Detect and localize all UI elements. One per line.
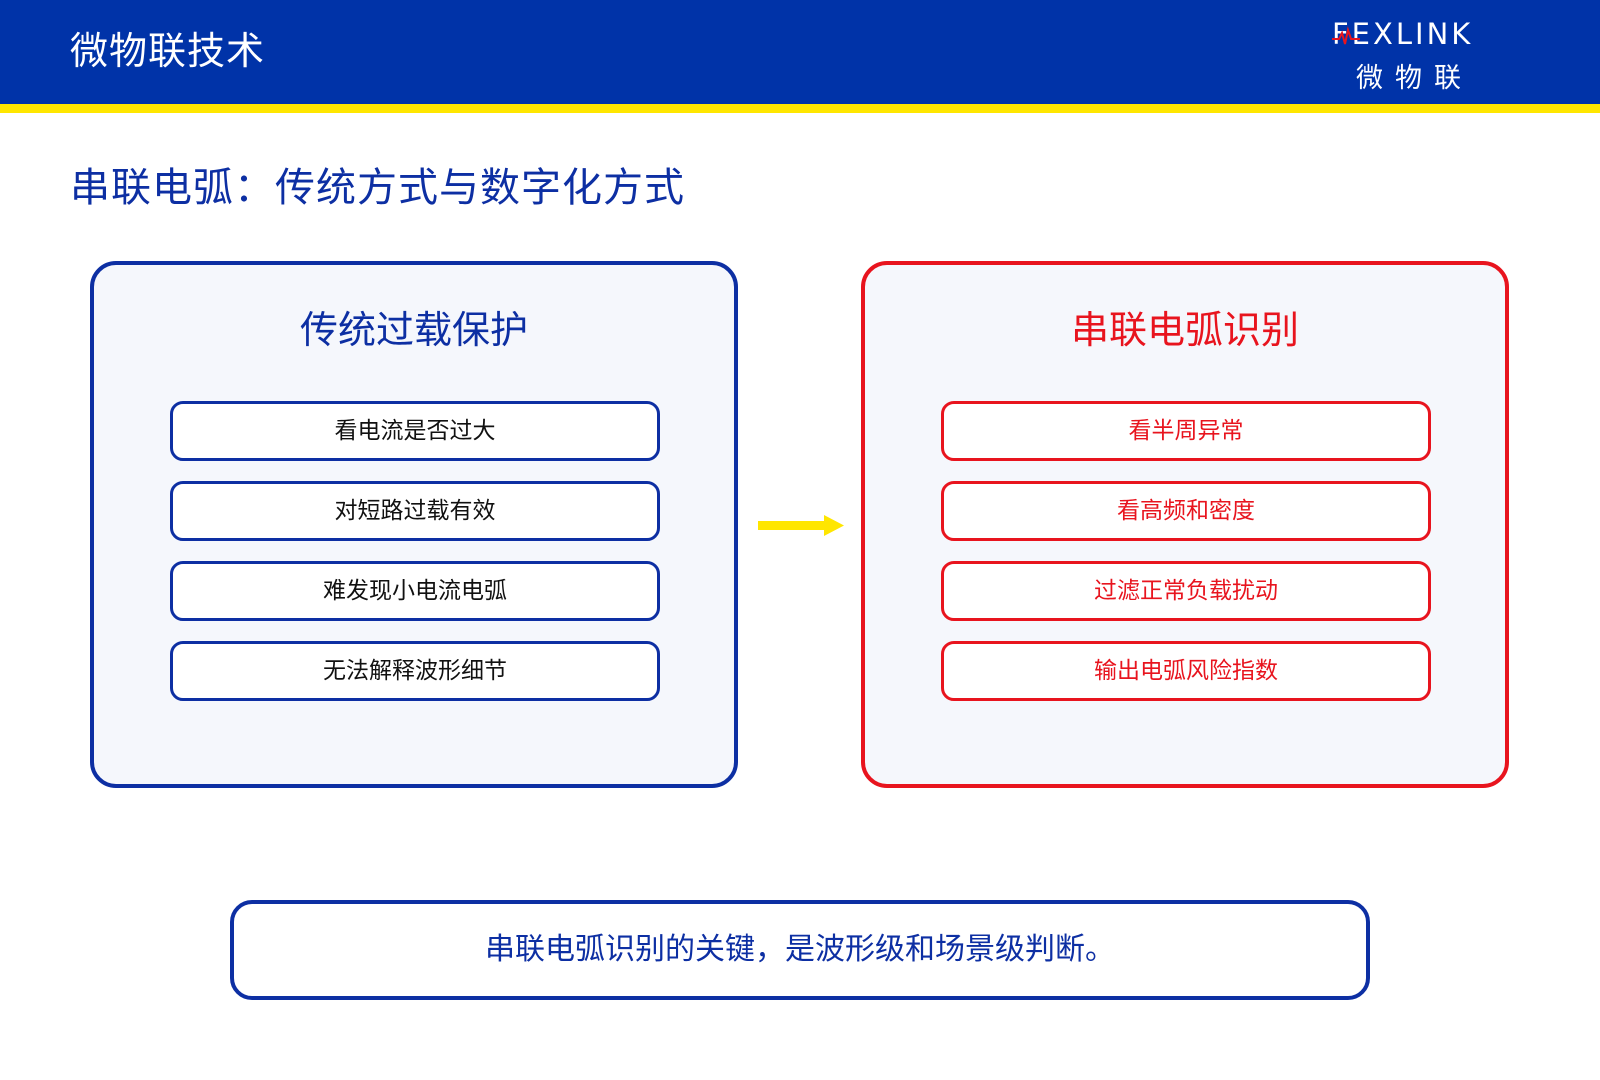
heartbeat-pulse-icon: [1332, 26, 1360, 45]
list-item: 无法解释波形细节: [170, 641, 660, 701]
traditional-protection-panel: 传统过载保护 看电流是否过大 对短路过载有效 难发现小电流电弧 无法解释波形细节: [90, 261, 738, 788]
list-item: 看半周异常: [941, 401, 1431, 461]
header-title: 微物联技术: [70, 29, 266, 73]
panel-title: 串联电弧识别: [1070, 308, 1299, 352]
logo-wordmark: FEXLINK: [1332, 17, 1474, 51]
logo-subtitle: 微物联: [1356, 63, 1473, 94]
page-title: 串联电弧：传统方式与数字化方式: [70, 165, 685, 211]
list-item: 输出电弧风险指数: [941, 641, 1431, 701]
list-item: 过滤正常负载扰动: [941, 561, 1431, 621]
list-item: 对短路过载有效: [170, 481, 660, 541]
conclusion-box: 串联电弧识别的关键，是波形级和场景级判断。: [230, 900, 1370, 1000]
header-accent-stripe: [0, 104, 1600, 113]
series-arc-detection-panel: 串联电弧识别 看半周异常 看高频和密度 过滤正常负载扰动 输出电弧风险指数: [861, 261, 1509, 788]
header-bar: 微物联技术 FEXLINK 微物联: [0, 0, 1600, 104]
list-item: 难发现小电流电弧: [170, 561, 660, 621]
brand-logo: FEXLINK 微物联: [1330, 12, 1490, 98]
right-arrow-icon: [758, 515, 844, 536]
panel-title: 传统过载保护: [299, 308, 528, 352]
list-item: 看电流是否过大: [170, 401, 660, 461]
list-item: 看高频和密度: [941, 481, 1431, 541]
